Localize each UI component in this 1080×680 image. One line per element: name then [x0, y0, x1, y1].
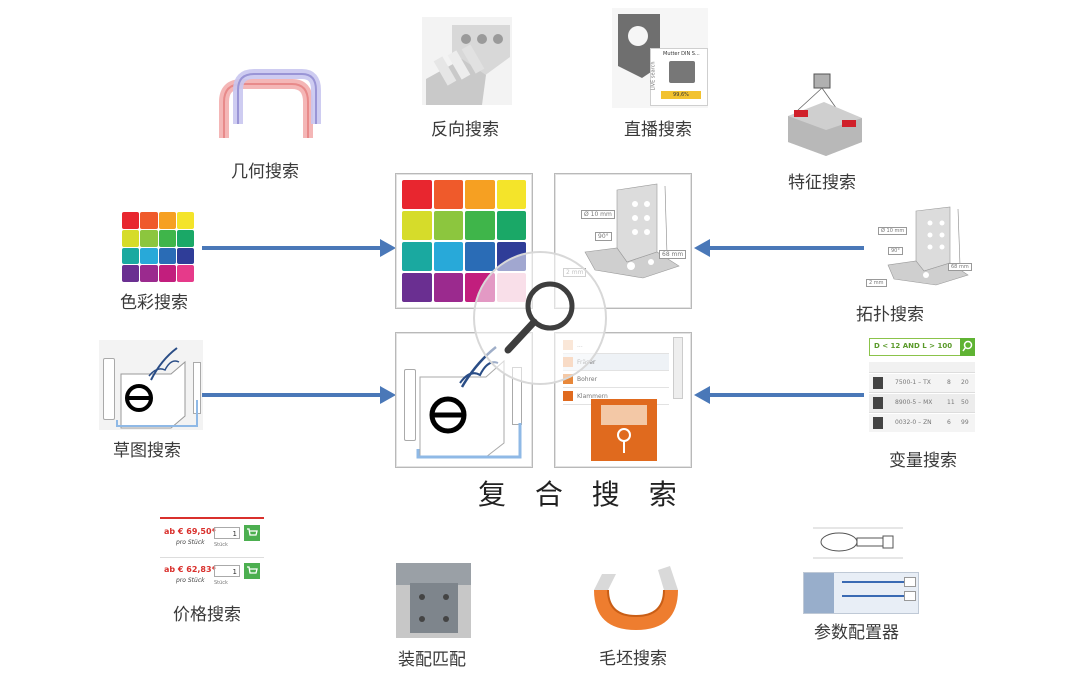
price-search-panel: ab € 69,50* pro Stück 1 Stück ab € 62,83…: [160, 517, 264, 597]
variable-search-button[interactable]: [960, 338, 975, 356]
price-value: ab € 69,50*: [164, 527, 216, 536]
label-live-search: 直播搜索: [624, 120, 692, 140]
variable-query-text: D < 12 AND L > 100: [874, 342, 953, 350]
topology-search-thumbnail: Ø 10 mm 90° 68 mm 2 mm: [864, 205, 974, 293]
live-product-name: Mutter DIN S...: [663, 51, 700, 57]
arrow-topology-to-center: [694, 239, 864, 257]
feature-search-thumbnail: [788, 73, 862, 156]
combined-search-title: 复 合 搜 索: [478, 478, 687, 511]
label-price-search: 价格搜索: [173, 605, 241, 625]
label-assembly-matching: 装配匹配: [398, 650, 466, 670]
category-item[interactable]: Bohrer: [577, 375, 598, 383]
price-unit: pro Stück: [176, 577, 205, 584]
topology-dim-thickness: 2 mm: [866, 279, 887, 287]
table-row[interactable]: 8900-5 – MX 11 50: [869, 394, 975, 413]
reverse-search-thumbnail: [422, 17, 512, 105]
label-topology-search: 拓扑搜索: [856, 305, 924, 325]
add-to-cart-button[interactable]: [244, 525, 260, 541]
sketch-search-thumbnail: [99, 340, 203, 430]
quantity-input[interactable]: 1: [214, 565, 240, 577]
topology-dim-diameter: Ø 10 mm: [878, 227, 908, 235]
category-item[interactable]: Klammern: [577, 392, 608, 400]
configurator-thumbnail: [803, 524, 919, 614]
cart-icon: [247, 528, 258, 536]
topology-dim-height: 68 mm: [948, 263, 972, 271]
live-match-badge: 99,6%: [661, 91, 701, 99]
center-dim-diameter: Ø 10 mm: [581, 210, 615, 219]
live-search-thumbnail: LIVE search Mutter DIN S... 99,6%: [612, 8, 708, 108]
quantity-input[interactable]: 1: [214, 527, 240, 539]
configurator-slider[interactable]: [842, 595, 906, 597]
label-geometry-search: 几何搜索: [231, 162, 299, 182]
label-parameter-configurator: 参数配置器: [814, 623, 899, 643]
arrow-color-to-center: [202, 239, 396, 257]
geometry-thumbnail: [219, 69, 321, 138]
search-icon: [962, 340, 973, 352]
category-scrollbar[interactable]: [673, 337, 683, 399]
variable-search-panel: D < 12 AND L > 100 7500-1 – TX 8 20 8900…: [869, 338, 975, 432]
assembly-thumbnail: [396, 563, 471, 638]
label-color-search: 色彩搜索: [120, 293, 188, 313]
variable-query-input[interactable]: D < 12 AND L > 100: [869, 338, 961, 356]
blank-search-thumbnail: [594, 566, 678, 630]
label-blank-search: 毛坯搜索: [599, 649, 667, 669]
color-search-palette-small: [122, 212, 194, 282]
table-row[interactable]: 0032-0 – ZN 6 99: [869, 414, 975, 432]
center-dim-height: 68 mm: [659, 250, 687, 259]
table-row[interactable]: 7500-1 – TX 8 20: [869, 374, 975, 393]
topology-dim-angle: 90°: [888, 247, 903, 255]
category-preview-tile: [591, 399, 657, 461]
cart-icon: [247, 566, 258, 574]
live-side-label: LIVE search: [650, 61, 657, 91]
price-unit: pro Stück: [176, 539, 205, 546]
arrow-variable-to-center: [694, 386, 864, 404]
price-value: ab € 62,83*: [164, 565, 216, 574]
center-topology-panel: Ø 10 mm 90° 68 mm 2 mm: [554, 173, 692, 309]
label-sketch-search: 草图搜索: [113, 441, 181, 461]
add-to-cart-button[interactable]: [244, 563, 260, 579]
label-feature-search: 特征搜索: [788, 173, 856, 193]
magnifier-icon: [473, 251, 607, 385]
label-reverse-search: 反向搜索: [431, 120, 499, 140]
arrow-sketch-to-center: [202, 386, 396, 404]
label-variable-search: 变量搜索: [889, 451, 957, 471]
center-dim-angle: 90°: [595, 232, 612, 241]
configurator-slider[interactable]: [842, 581, 906, 583]
